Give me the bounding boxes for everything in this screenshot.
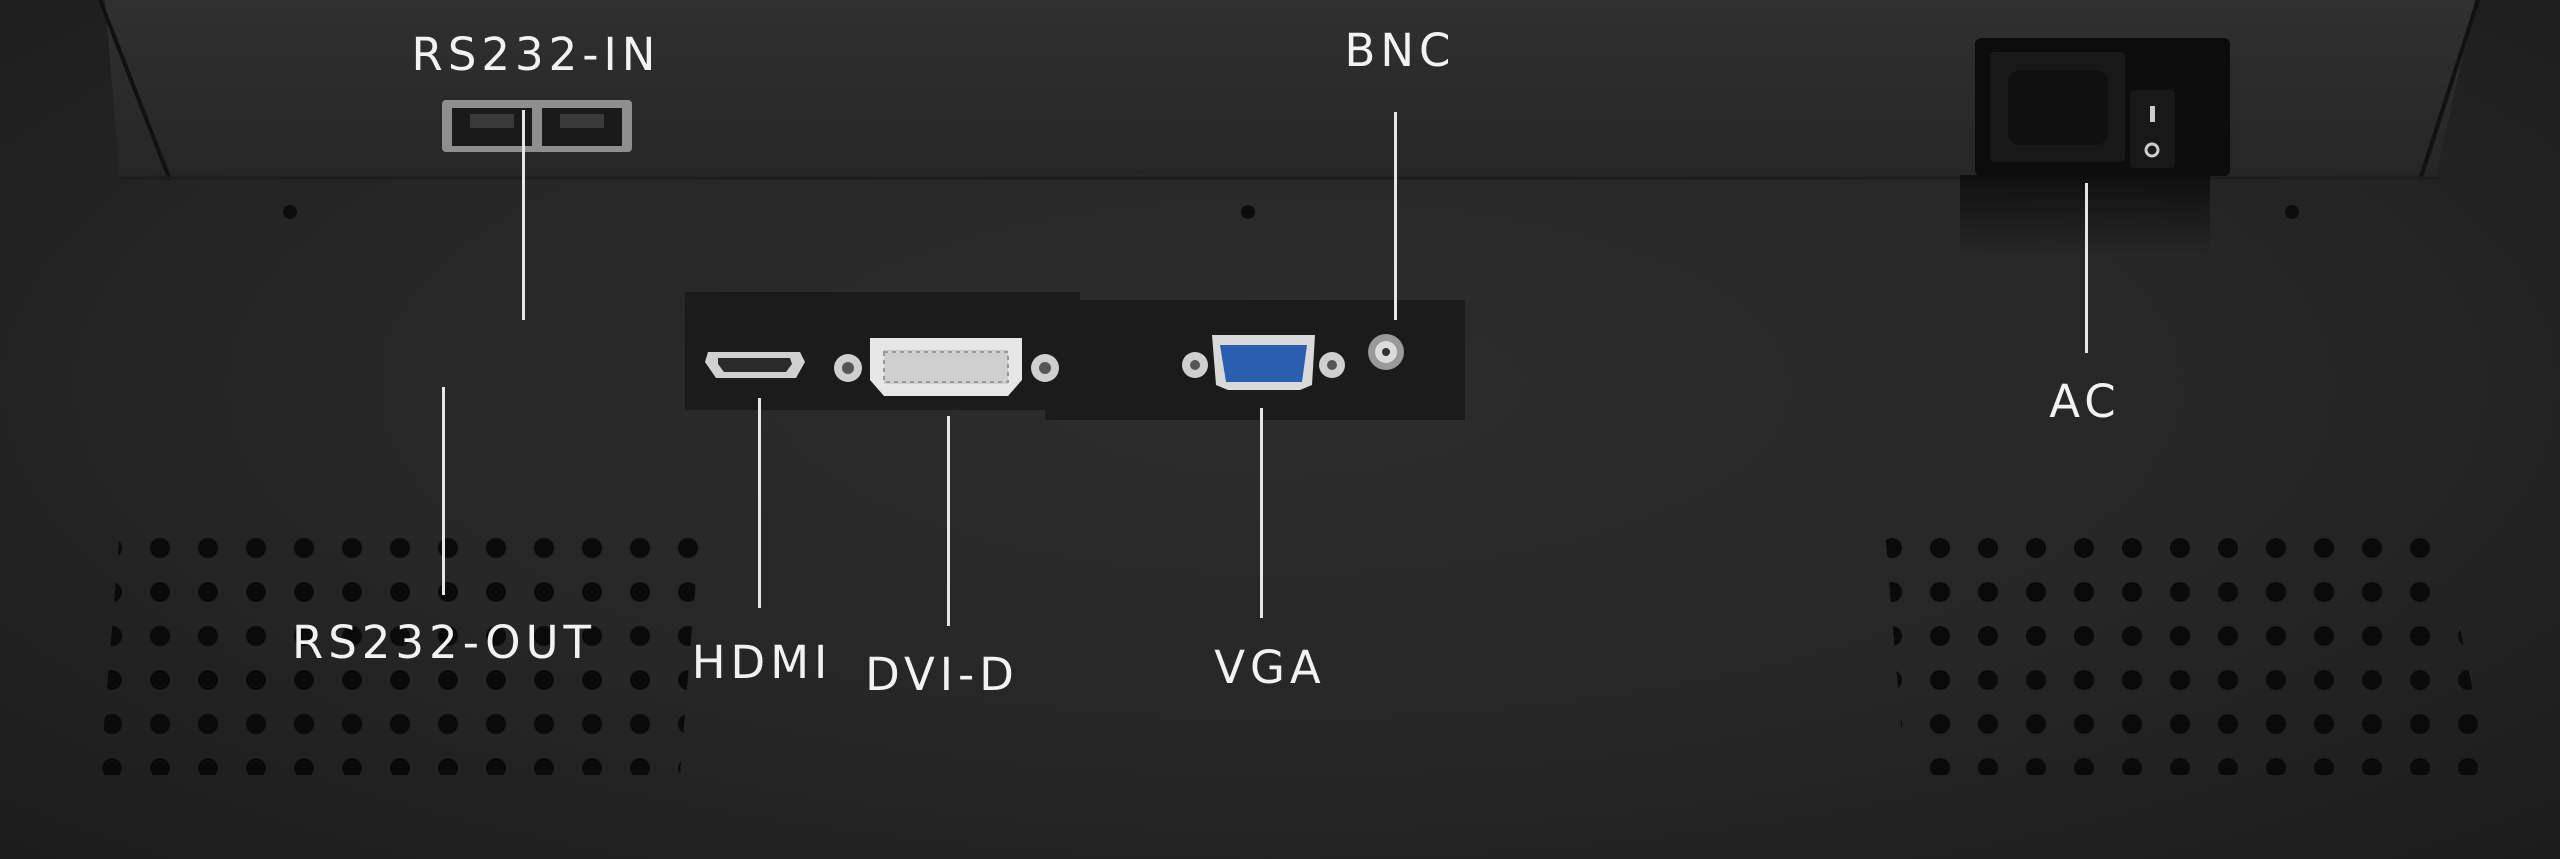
leader-bnc bbox=[1394, 112, 1397, 320]
power-switch-icon bbox=[2130, 90, 2175, 168]
vent-grid-left bbox=[100, 530, 700, 775]
bnc-port-icon bbox=[1368, 334, 1404, 370]
label-bnc: BNC bbox=[1344, 24, 1456, 77]
vent-grid-right bbox=[1885, 530, 2490, 775]
label-vga: VGA bbox=[1214, 641, 1326, 694]
label-rs232-out: RS232-OUT bbox=[291, 616, 597, 669]
vga-port-icon bbox=[1182, 335, 1345, 390]
leader-hdmi bbox=[758, 398, 761, 608]
leader-rs232-in bbox=[522, 110, 525, 320]
dvi-port-icon bbox=[834, 338, 1059, 396]
ac-inlet-icon bbox=[1975, 38, 2230, 176]
label-ac: AC bbox=[2049, 375, 2121, 428]
leader-dvi-d bbox=[947, 416, 950, 626]
hdmi-port-icon bbox=[705, 352, 805, 378]
leader-vga bbox=[1260, 408, 1263, 618]
upper-plate bbox=[105, 0, 2475, 180]
rj45-port-icon bbox=[442, 100, 632, 152]
leader-ac bbox=[2085, 183, 2088, 353]
label-dvi-d: DVI-D bbox=[865, 648, 1019, 701]
leader-rs232-out bbox=[442, 387, 445, 595]
label-rs232-in: RS232-IN bbox=[411, 28, 661, 81]
label-hdmi: HDMI bbox=[691, 636, 833, 689]
